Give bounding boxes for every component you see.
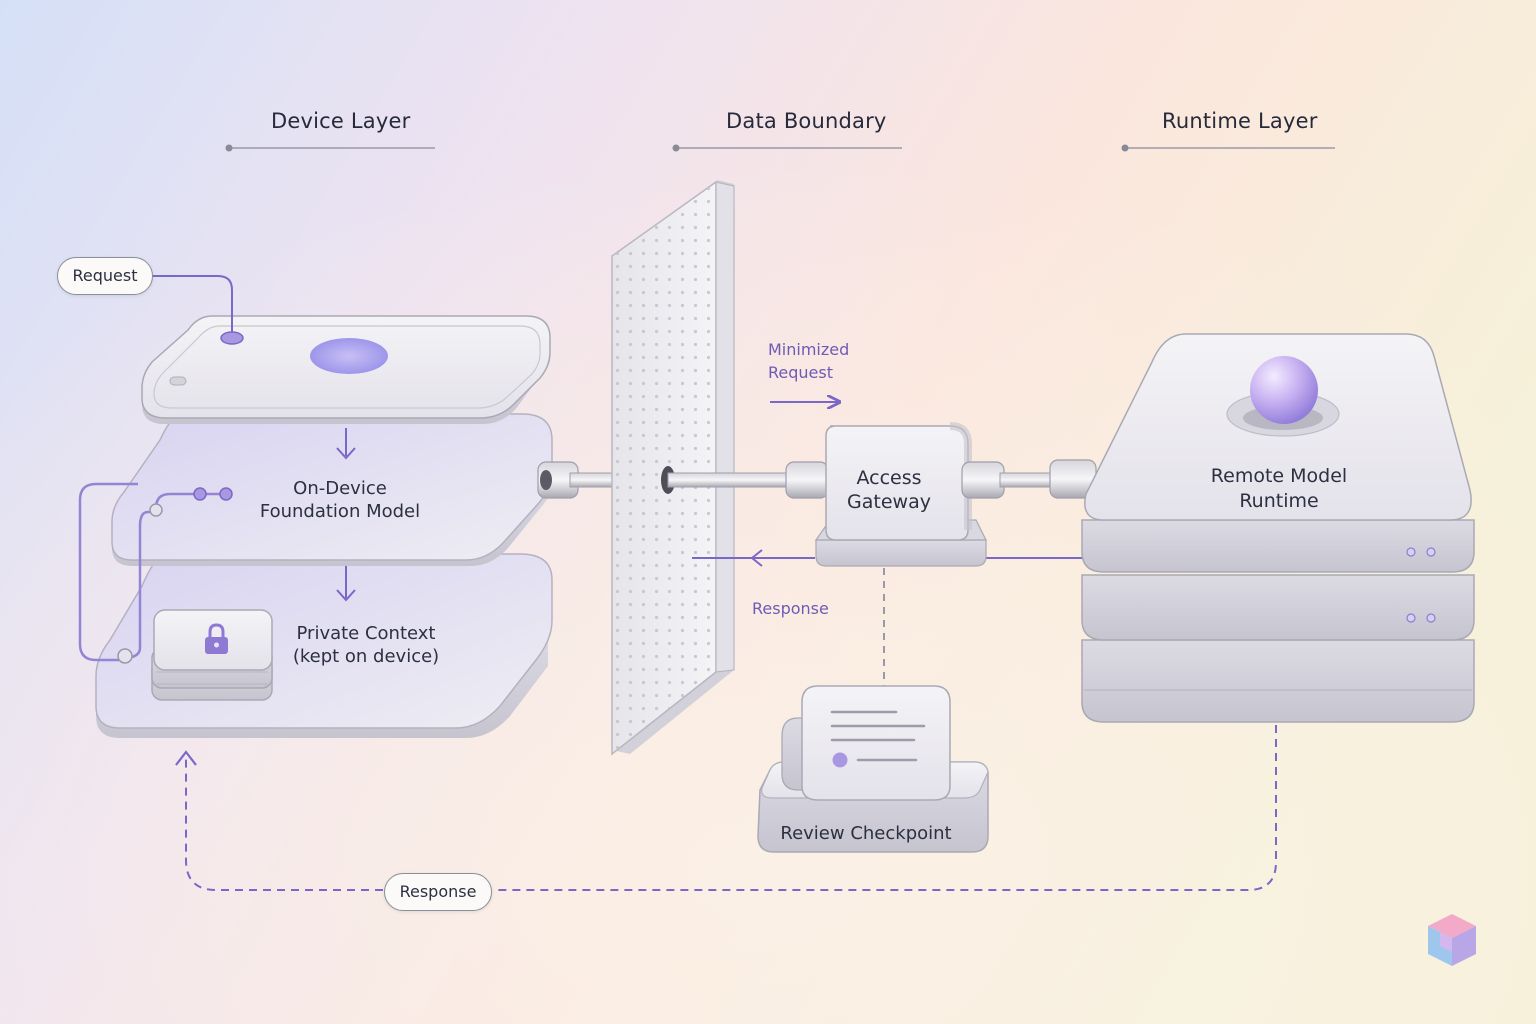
response-inner-label: Response	[752, 599, 829, 618]
access-gateway-label-line1: Access	[856, 467, 922, 489]
heading-data-boundary: Data Boundary	[726, 109, 887, 133]
flow-arrow-down-1	[336, 428, 356, 460]
orb-icon	[1250, 356, 1318, 424]
request-connector-line	[152, 275, 233, 336]
gateway-rod-right	[961, 459, 1097, 499]
wiring-node	[219, 487, 233, 501]
private-context-label-line1: Private Context	[296, 623, 436, 644]
lock-icon	[205, 623, 228, 654]
response-inner-arrowhead	[750, 549, 763, 567]
data-boundary-wall	[611, 180, 735, 756]
runtime-stack-middle	[1081, 574, 1475, 641]
device-port-connector	[537, 461, 615, 499]
response-loop-line	[185, 725, 1277, 891]
device-glow-pad	[310, 338, 388, 374]
response-pill: Response	[384, 873, 492, 911]
access-gateway-label-line2: Gateway	[847, 491, 931, 513]
wiring-node	[149, 503, 163, 517]
heading-rule-device	[225, 144, 435, 152]
private-context-label: Private Context (kept on device)	[286, 622, 446, 668]
wiring-node	[117, 648, 133, 664]
heading-device-layer: Device Layer	[271, 109, 411, 133]
minimized-request-label-line2: Request	[768, 363, 833, 382]
lock-block	[151, 609, 273, 701]
request-pill: Request	[57, 257, 153, 295]
heading-runtime-layer: Runtime Layer	[1162, 109, 1318, 133]
access-gateway-label: Access Gateway	[836, 466, 942, 514]
runtime-stack-bottom	[1081, 639, 1475, 723]
minimized-request-label-line1: Minimized	[768, 340, 850, 359]
response-loop-arrowhead	[175, 750, 197, 766]
remote-runtime-label: Remote Model Runtime	[1194, 464, 1364, 514]
remote-runtime-label-line1: Remote Model	[1210, 465, 1348, 487]
minimized-request-label: Minimized Request	[768, 338, 849, 384]
wiring-node	[193, 487, 207, 501]
review-checkpoint-label: Review Checkpoint	[780, 823, 952, 844]
foundation-model-slab	[111, 413, 553, 566]
access-gateway-block	[814, 422, 987, 567]
heading-rule-runtime	[1121, 144, 1335, 152]
flow-arrow-down-2	[336, 566, 356, 602]
cube-logo-icon	[1428, 914, 1476, 966]
remote-runtime-label-line2: Runtime	[1239, 490, 1319, 512]
gateway-rod-left	[667, 461, 829, 499]
foundation-model-label: On-Device Foundation Model	[250, 477, 430, 523]
foundation-model-label-line1: On-Device	[293, 478, 387, 499]
private-context-label-line2: (kept on device)	[292, 646, 440, 667]
review-document-card	[781, 685, 951, 801]
request-connector-node	[220, 331, 244, 345]
heading-rule-boundary	[672, 144, 902, 152]
foundation-model-label-line2: Foundation Model	[259, 501, 421, 522]
